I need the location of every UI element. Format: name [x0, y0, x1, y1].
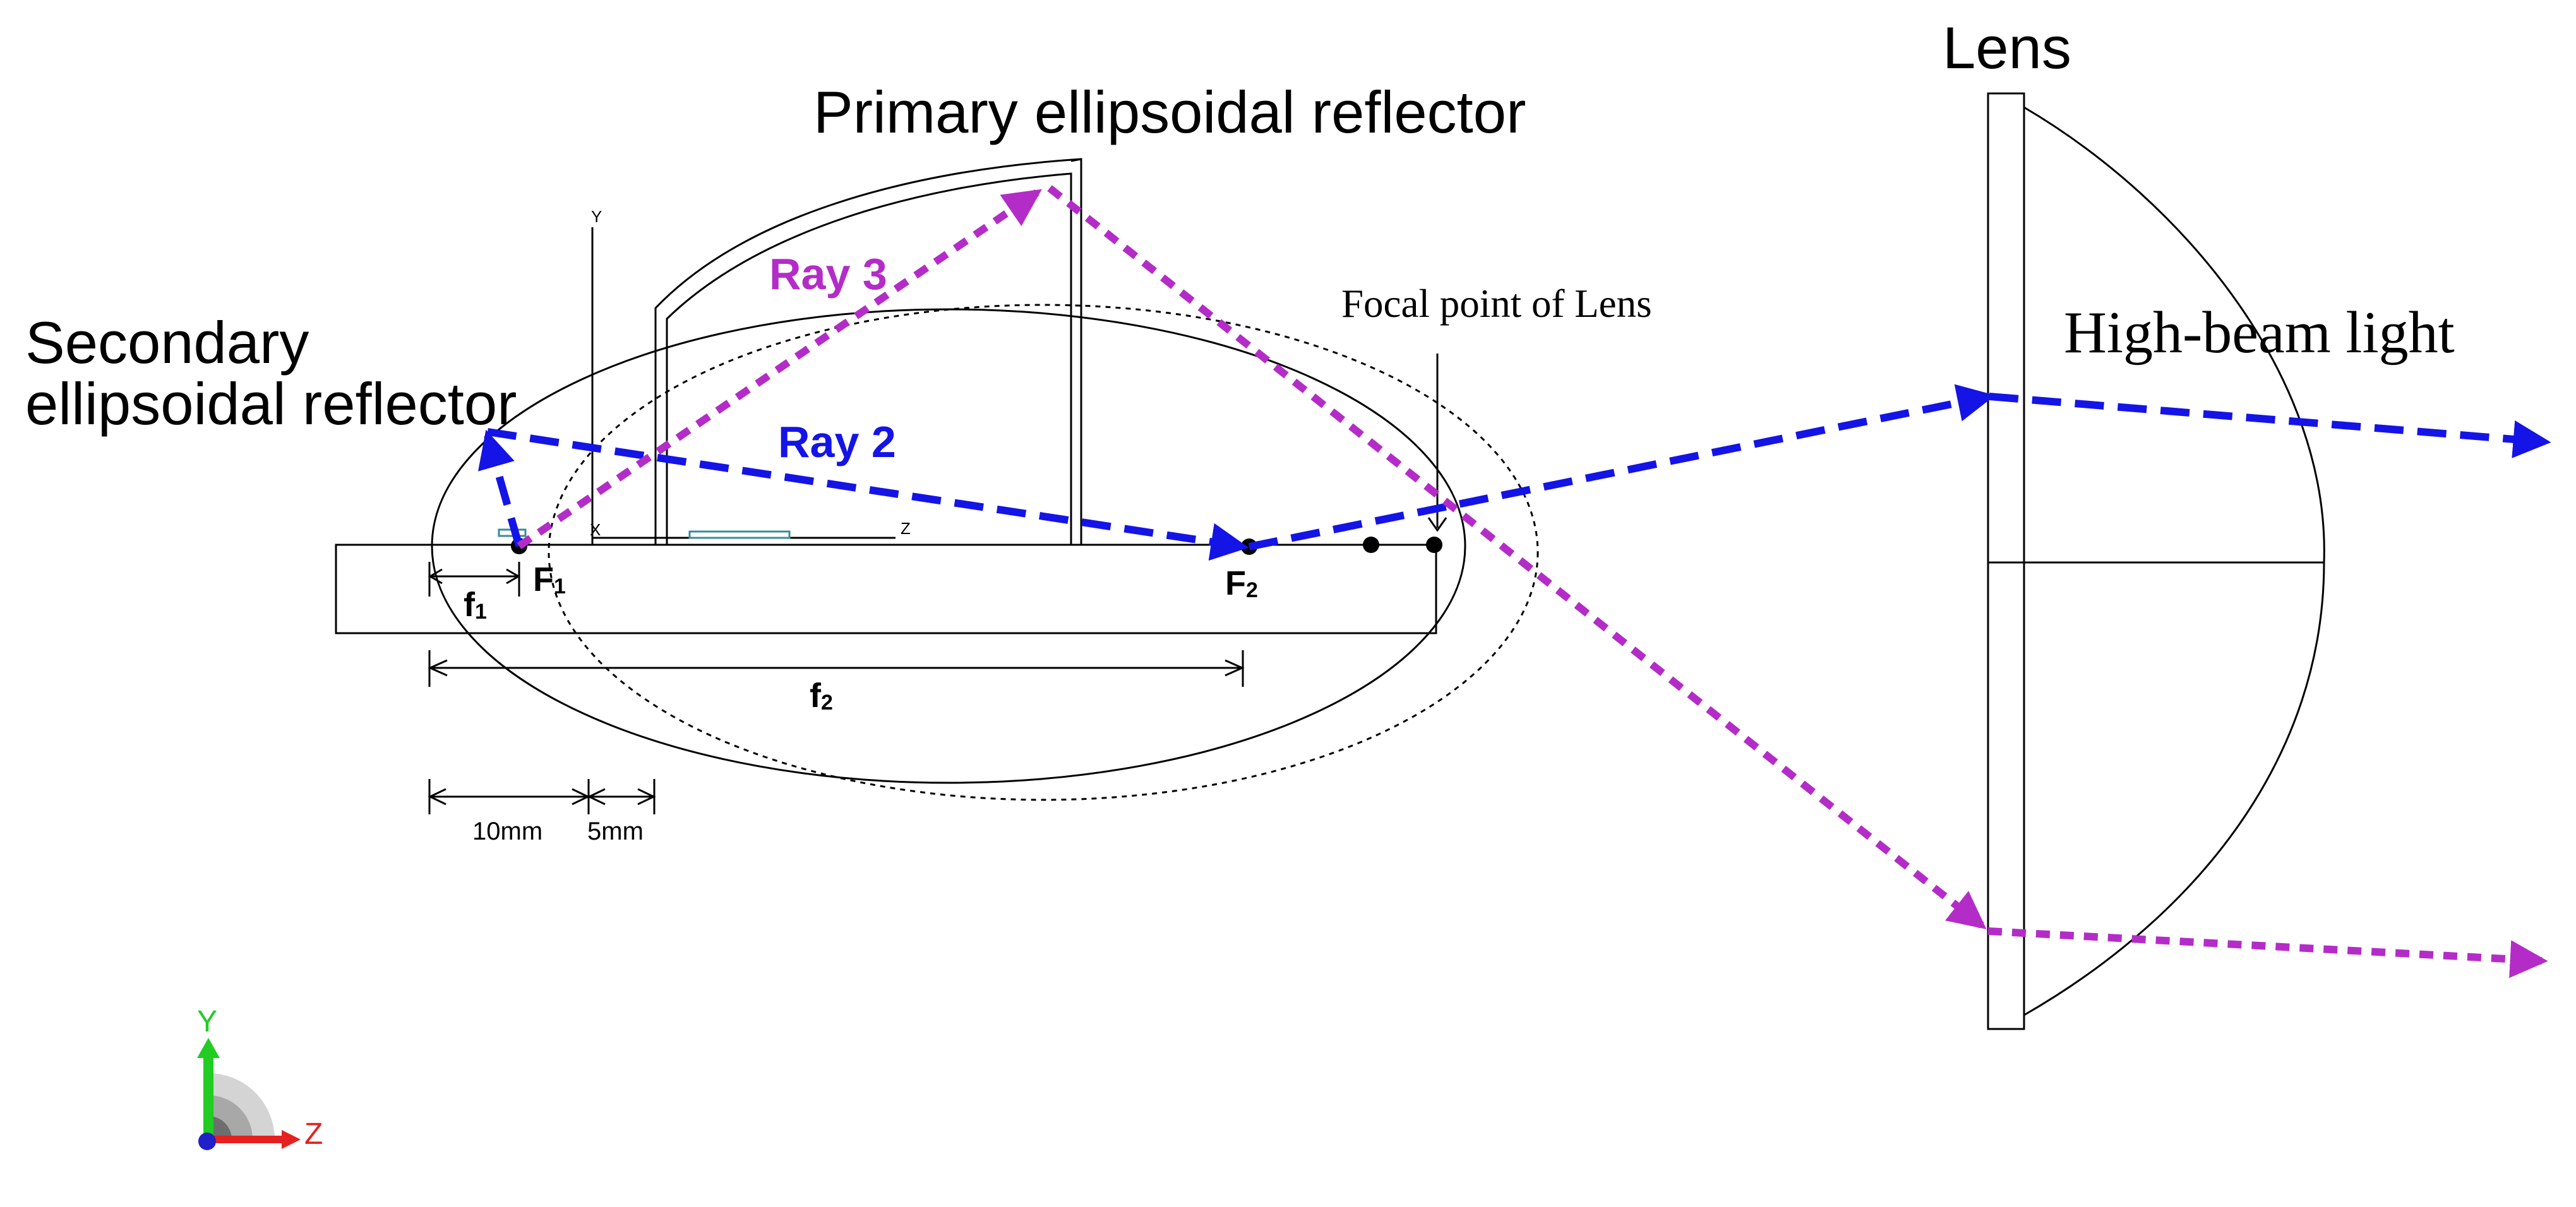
triad-disc-inner	[208, 1116, 232, 1139]
base-plate	[335, 544, 1437, 634]
local-x-letter: X	[590, 520, 601, 539]
dim-10mm-label: 10mm	[472, 818, 542, 845]
ray2-label: Ray 2	[778, 417, 896, 467]
primary-reflector-label: Primary ellipsoidal reflector	[813, 79, 1526, 145]
base-strip-center	[688, 530, 791, 539]
dimensions	[428, 562, 1245, 814]
triad-z-head	[282, 1130, 301, 1149]
primary-reflector-outer	[654, 158, 1082, 545]
primary-ellipse	[431, 308, 1466, 784]
coordinate-triad: Y Z	[197, 1005, 323, 1151]
f1-point-label-sub: 1	[554, 574, 566, 598]
primary-reflector-rim	[1070, 158, 1082, 162]
dim-5mm-label: 5mm	[587, 818, 644, 845]
f2-point-label-sub: 2	[1246, 578, 1258, 602]
primary-reflector-inner	[666, 172, 1072, 545]
ray3-segment-lens-to-out	[1987, 927, 2548, 978]
high-beam-label: High-beam light	[2064, 300, 2455, 366]
f1-dimension-label-main: f	[464, 586, 476, 624]
f2-point-label-main: F	[1225, 564, 1246, 602]
secondary-ellipse	[548, 304, 1539, 801]
ray2-segment-f2-to-lens	[1248, 384, 1996, 550]
lens-curve	[2023, 106, 2325, 1016]
f2-point-label: F2	[1225, 564, 1258, 602]
lens-focal-dot	[1426, 537, 1442, 553]
focal-point-pointer-head	[1427, 517, 1447, 532]
ray2-path	[478, 384, 2551, 561]
ray3-segment-f1-to-primary	[517, 189, 1042, 549]
f2-dimension-label-main: f	[810, 677, 822, 715]
local-z-letter: Z	[901, 519, 911, 538]
ray3-path	[517, 185, 2548, 978]
ray3-segment-primary-to-lens	[1047, 185, 1987, 929]
f1-point-label-main: F	[533, 561, 554, 598]
secondary-reflector-label-line1: Secondary	[25, 309, 309, 376]
triad-y-letter: Y	[197, 1005, 217, 1038]
f2-dimension-label-sub: 2	[821, 691, 833, 715]
f2-dimension-label: f2	[810, 677, 833, 715]
lens-label: Lens	[1943, 15, 2071, 81]
f1-point-label: F1	[533, 561, 566, 598]
local-y-letter: Y	[591, 207, 602, 226]
ray2-segment-f1-to-secondary	[478, 429, 523, 547]
optical-geometry	[335, 92, 2325, 1030]
lens-plate	[1987, 92, 2025, 1030]
triad-z-letter: Z	[304, 1117, 323, 1151]
ellipse-vertex-dot	[1363, 537, 1379, 553]
triad-y-head	[197, 1038, 220, 1058]
f1-dimension-label: f1	[464, 586, 487, 624]
focal-point-label: Focal point of Lens	[1341, 282, 1652, 326]
ray2-segment-lens-to-out	[1989, 393, 2551, 458]
triad-x-dot	[198, 1133, 216, 1150]
f1-dimension-label-sub: 1	[475, 600, 487, 624]
secondary-reflector-label-line2: ellipsoidal reflector	[25, 371, 517, 437]
ray3-label: Ray 3	[769, 249, 887, 299]
